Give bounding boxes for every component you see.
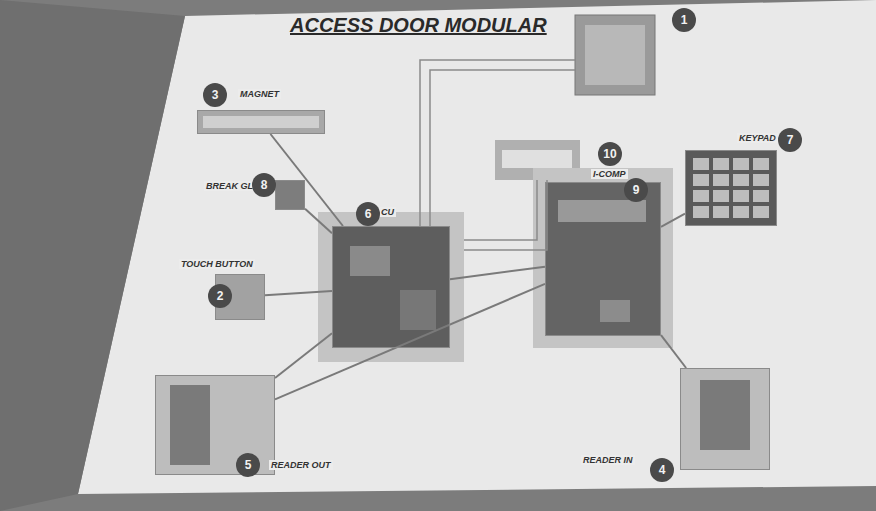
component-box: CU <box>332 226 450 348</box>
callout-number: 1 <box>672 8 696 32</box>
terminal-detail <box>502 150 572 168</box>
component-box: I-COMP <box>545 182 661 336</box>
board-backdrop <box>318 212 464 362</box>
magnet-photo <box>197 110 325 134</box>
keypad-keys <box>693 158 769 218</box>
callout-number: 4 <box>650 458 674 482</box>
i-comp-board-photo <box>545 182 661 336</box>
reader-out-photo <box>170 385 210 465</box>
wire-connector <box>305 209 332 234</box>
wire-connector <box>265 291 332 295</box>
board-chip <box>400 290 436 330</box>
callout-number: 2 <box>208 284 232 308</box>
component-box: READER IN <box>680 368 770 470</box>
callout-number: 5 <box>236 453 260 477</box>
diagram-title: ACCESS DOOR MODULAR <box>290 14 547 37</box>
board-chip <box>350 246 390 276</box>
callout-number: 3 <box>203 83 227 107</box>
component-box: MAGNET <box>197 110 325 134</box>
wire-connector <box>275 333 332 378</box>
component-box: KEYPAD <box>685 150 777 226</box>
board-chip <box>600 300 630 322</box>
callout-number: 6 <box>356 202 380 226</box>
power-unit-detail <box>585 25 645 85</box>
wire-connector <box>450 267 545 280</box>
component-label: READER OUT <box>269 460 333 470</box>
wire-connector <box>661 214 685 227</box>
power-unit-photo <box>575 15 655 95</box>
cu-board-photo <box>332 226 450 348</box>
reader-in-photo <box>700 380 750 450</box>
component-label: READER IN <box>581 455 635 465</box>
decor-wires <box>420 60 575 250</box>
component-label: I-COMP <box>591 169 628 179</box>
reader-in-backdrop <box>680 368 770 470</box>
component-box: BREAK GLASS <box>275 180 305 210</box>
component-label: TOUCH BUTTON <box>179 259 255 269</box>
callout-number: 8 <box>252 173 276 197</box>
component-label: MAGNET <box>238 89 281 99</box>
component-label: KEYPAD <box>737 133 778 143</box>
wire-connector <box>270 134 342 226</box>
wire-connector <box>661 335 686 368</box>
callout-number: 10 <box>598 142 622 166</box>
board-backdrop <box>533 168 673 348</box>
keypad-photo <box>685 150 777 226</box>
wire-connector <box>275 284 545 400</box>
break-glass-photo <box>275 180 305 210</box>
board-display <box>558 200 646 222</box>
poster-board <box>78 0 876 494</box>
callout-number: 7 <box>778 128 802 152</box>
magnet-detail <box>203 116 319 128</box>
callout-number: 9 <box>624 178 648 202</box>
component-label: CU <box>379 207 396 217</box>
